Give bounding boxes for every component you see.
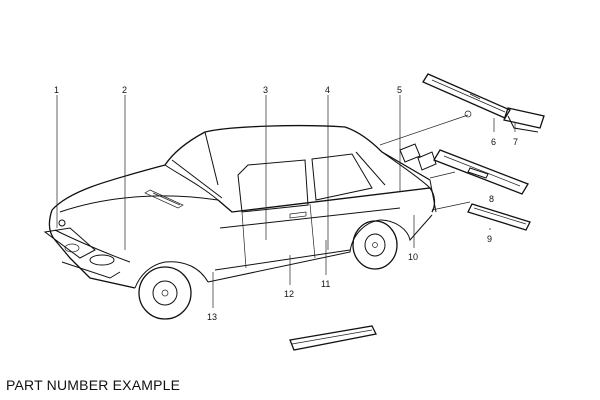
trim-part-sill-strip	[289, 325, 377, 351]
rear-wheel	[352, 220, 398, 270]
callout-12: 12	[284, 289, 294, 299]
callout-3: 3	[263, 85, 268, 95]
callout-5: 5	[397, 85, 402, 95]
trim-part-5-emblems	[399, 143, 437, 171]
callout-7: 7	[513, 137, 518, 147]
trim-part-7	[503, 107, 545, 133]
callout-8: 8	[489, 194, 494, 204]
callout-11: 11	[321, 279, 330, 289]
callout-6: 6	[491, 137, 496, 147]
caption: PART NUMBER EXAMPLE	[6, 377, 181, 393]
callout-9: 9	[487, 234, 492, 244]
callout-4: 4	[325, 85, 330, 95]
car-illustration	[43, 124, 437, 320]
connector-lines	[379, 110, 472, 211]
trim-part-9	[467, 203, 531, 231]
callout-2: 2	[122, 85, 127, 95]
callout-13: 13	[207, 312, 217, 322]
callout-10: 10	[408, 252, 418, 262]
callout-labels: 1 2 3 4 5 6 7 8 9 10 11 12 13	[54, 85, 518, 322]
front-wheel	[138, 266, 192, 320]
callout-1: 1	[54, 85, 59, 95]
leader-lines	[56, 95, 516, 308]
trim-part-8	[433, 149, 529, 195]
